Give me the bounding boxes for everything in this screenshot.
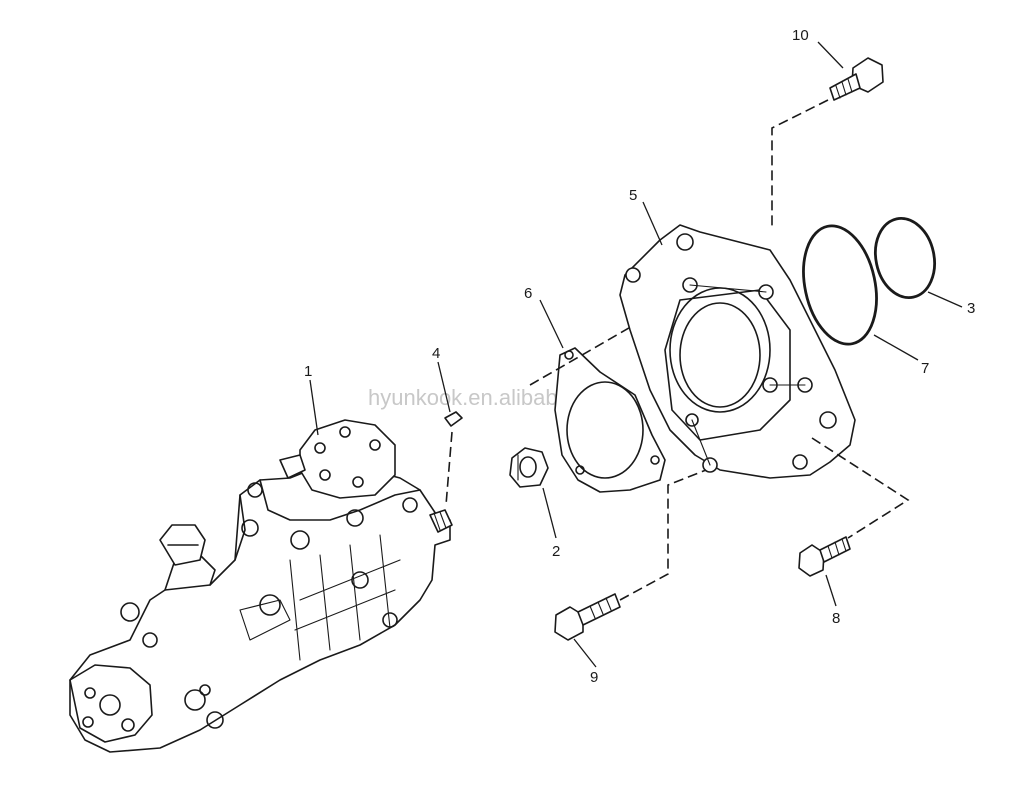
callout-1: 1	[304, 363, 312, 380]
callout-7: 7	[921, 360, 929, 377]
callout-2: 2	[552, 543, 560, 560]
flange-housing-part	[619, 224, 856, 479]
callout-8: 8	[832, 610, 840, 627]
gasket-part	[554, 347, 666, 493]
bolt-10	[829, 57, 884, 101]
bolt-9	[554, 593, 621, 641]
callout-4: 4	[432, 345, 440, 362]
callout-5: 5	[629, 187, 637, 204]
assembly-line-bolt9	[619, 469, 707, 601]
o-ring-7	[802, 224, 878, 346]
key-part	[444, 411, 463, 427]
nut-part	[509, 447, 549, 488]
callout-6: 6	[524, 285, 532, 302]
assembly-line-bolt10	[771, 99, 829, 230]
o-ring-3	[874, 217, 936, 299]
callout-9: 9	[590, 669, 598, 686]
callout-3: 3	[967, 300, 975, 317]
pump-assembly	[69, 419, 453, 753]
assembly-line-key	[445, 431, 453, 506]
callout-10: 10	[792, 27, 809, 44]
bolt-8	[798, 536, 851, 577]
assembly-line-bolt8	[811, 437, 910, 539]
